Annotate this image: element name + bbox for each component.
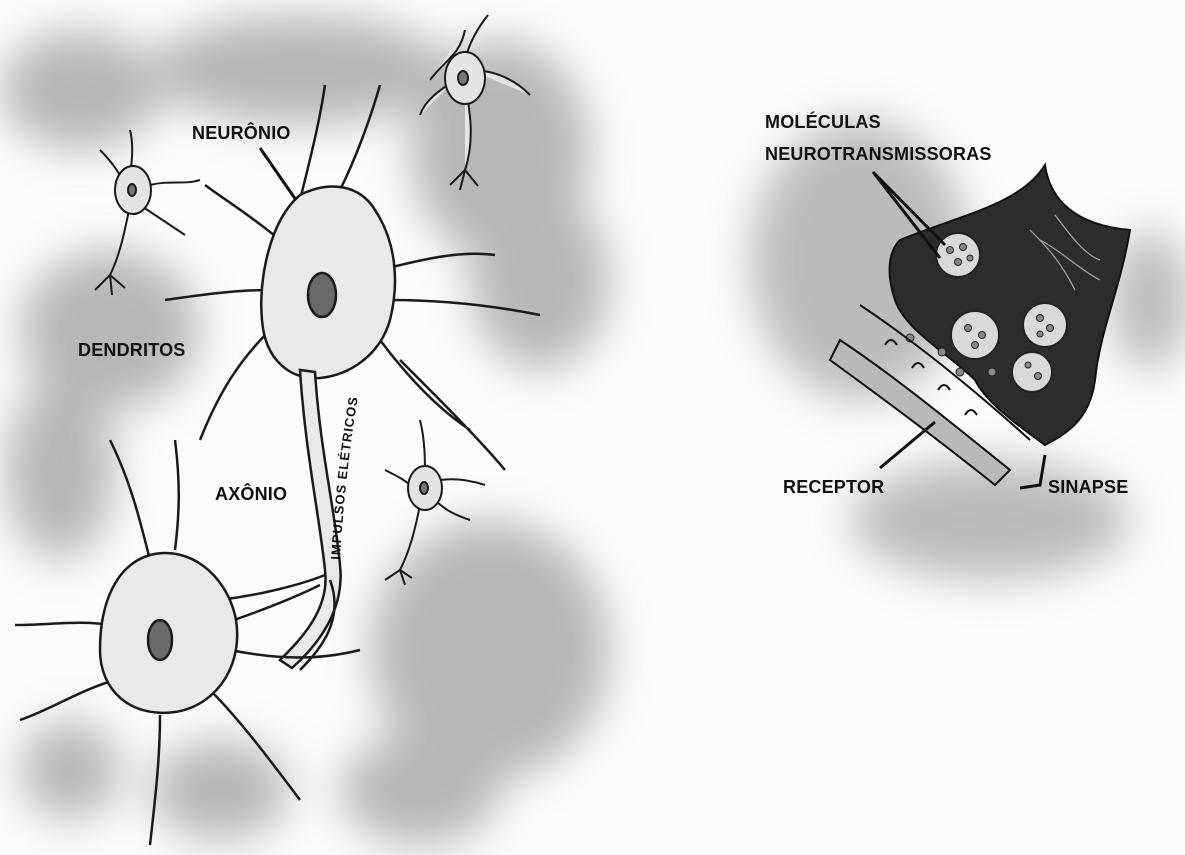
neuron-leader-line [260,148,296,200]
label-receptor: RECEPTOR [783,477,884,497]
label-dendrites: DENDRITOS [78,340,185,360]
label-axon: AXÔNIO [215,483,287,504]
label-electrical-impulses-path: IMPULSOS ELÉTRICOS [328,395,361,560]
label-synapse: SINAPSE [1048,477,1128,497]
label-molecules-line2: NEUROTRANSMISSORAS [765,144,992,164]
label-molecules-line1: MOLÉCULAS [765,111,881,132]
leader-lines [260,148,296,200]
label-neuron: NEURÔNIO [192,122,291,143]
receptor-leader-line [880,422,935,468]
label-electrical-impulses: IMPULSOS ELÉTRICOS [328,395,361,560]
